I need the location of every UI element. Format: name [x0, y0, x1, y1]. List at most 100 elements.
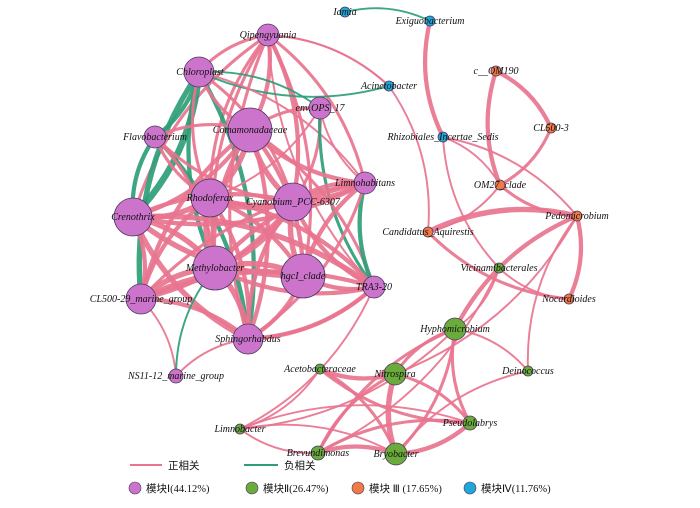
legend-module4-label: 模块Ⅳ(11.76%): [481, 483, 551, 495]
node-nocardioides: [563, 293, 575, 305]
edge-crenothrix-tra320: [130, 213, 377, 290]
edge-c_om190-om27clade: [485, 68, 503, 188]
edge-chloroplast-acinetobacter: [198, 71, 390, 98]
node-label-candidatus: Candidatus_Aquirestis: [382, 227, 473, 238]
node-cl500_3: [545, 122, 557, 134]
node-candidatus: [422, 226, 434, 238]
edge-chloroplast-cl500_29: [136, 69, 202, 302]
edge-pedomicrobium-hyphomicrobium: [452, 213, 580, 332]
node-label-om27clade: OM27_clade: [474, 180, 527, 191]
node-label-deinococcus: Deinococcus: [501, 366, 554, 377]
node-label-acinetobacter: Acinetobacter: [360, 81, 417, 92]
node-pgc1clade: [280, 253, 326, 299]
edge-vicinamibacterales-nocardioides: [498, 267, 570, 300]
legend-module3-swatch: [351, 481, 365, 495]
node-pseudolabrys: [462, 415, 478, 431]
node-limnobacter: [234, 423, 246, 435]
edge-deinococcus-bryobacter: [395, 370, 529, 455]
legend-module2-swatch: [245, 481, 259, 495]
edge-hyphomicrobium-bryobacter: [394, 327, 457, 456]
node-deinococcus: [522, 365, 534, 377]
node-pedomicrobium: [571, 210, 583, 222]
edge-acinetobacter-qipengyuania: [267, 34, 390, 87]
edge-rhizobiales-pedomicrobium: [442, 136, 578, 217]
node-label-brevundimonas: Brevundimonas: [287, 448, 350, 459]
edge-limnobacter-pseudolabrys: [239, 404, 471, 430]
node-label-pseudolabrys: Pseudolabrys: [442, 418, 498, 429]
node-rhizobiales: [437, 131, 449, 143]
node-label-nitrospira: Nitrospira: [373, 369, 415, 380]
node-hyphomicrobium: [443, 317, 467, 341]
edge-sphingorhabdus-tra320: [246, 285, 376, 341]
node-qipengyuania: [256, 23, 280, 47]
edge-nitrospira-brevundimonas: [316, 372, 397, 455]
node-cyanobium: [273, 182, 313, 222]
edge-limnohabitans-cl500_29: [139, 181, 367, 301]
node-layer: [113, 6, 583, 466]
node-label-cyanobium: Cyanobium_PCC-6307: [246, 197, 341, 208]
node-om27clade: [494, 179, 506, 191]
node-sphingorhabdus: [232, 323, 264, 355]
node-bryobacter: [384, 442, 408, 466]
node-nitrospira: [383, 362, 407, 386]
edge-qipengyuania-tra320: [267, 34, 375, 288]
node-label-tra320: TRA3-20: [356, 282, 392, 293]
edge-pedomicrobium-nocardioides: [566, 213, 584, 302]
legend-positive-label: 正相关: [168, 459, 200, 472]
edge-chloroplast-sphingorhabdus: [196, 69, 256, 342]
node-chloroplast: [183, 56, 215, 88]
legend-module4-swatch: [463, 481, 477, 495]
node-label-pedomicrobium: Pedomicrobium: [544, 211, 609, 222]
node-label-vicinamibacterales: Vicinamibacterales: [460, 263, 537, 274]
legend-module2-label: 模块Ⅱ(26.47%): [263, 483, 329, 495]
node-label-cl500_3: CL500-3: [533, 123, 569, 134]
node-comamonadaceae: [227, 107, 273, 153]
edge-pedomicrobium-nitrospira: [394, 215, 578, 375]
node-label-pgc1clade: hgcI_clade: [281, 271, 326, 282]
node-ns11_12: [168, 368, 184, 384]
node-label-comamonadaceae: Comamonadaceae: [213, 125, 288, 136]
edge-tra320-cl500_29: [138, 269, 377, 302]
legend-module3-label: 模块 Ⅲ (17.65%): [369, 483, 442, 495]
edge-hyphomicrobium-deinococcus: [454, 328, 529, 372]
node-label-crenothrix: Crenothrix: [111, 212, 155, 223]
node-methylobacter: [192, 245, 238, 291]
legend-module1-swatch: [128, 481, 142, 495]
node-iamia: [339, 6, 351, 18]
node-label-nocardioides: Nocardioides: [541, 294, 596, 305]
edge-limnobacter-bryobacter: [239, 423, 397, 455]
node-label-chloroplast: Chloroplast: [176, 67, 224, 78]
node-label-qipengyuania: Qipengyuania: [240, 30, 297, 41]
node-acinetobacter: [383, 80, 395, 92]
edge-rhizobiales-vicinamibacterales: [442, 136, 500, 269]
node-label-rhizobiales: Rhizobiales_Incertae_Sedis: [386, 132, 498, 143]
node-label-acetobacteraceae: Acetobacteraceae: [283, 364, 356, 375]
edge-c_om190-cl500_3: [493, 68, 554, 131]
node-label-flavobacterium: Flavobacterium: [122, 132, 187, 143]
legend-module1-label: 模块Ⅰ(44.12%): [146, 483, 210, 495]
edge-acetobacteraceae-limnobacter: [239, 368, 321, 430]
edge-crenothrix-sphingorhabdus: [130, 214, 251, 342]
edge-crenothrix-limnohabitans: [130, 180, 368, 227]
node-crenothrix: [113, 197, 153, 237]
edge-chloroplast-limnohabitans: [198, 71, 366, 184]
edge-tra320-limnobacter: [239, 286, 375, 430]
node-cl500_29: [125, 283, 157, 315]
edge-candidatus-pedomicrobium: [425, 206, 580, 235]
edge-limnobacter-brevundimonas: [239, 428, 319, 455]
legend-negative-label: 负相关: [284, 459, 316, 472]
edge-rhodoferax-tra320: [207, 195, 377, 290]
node-brevundimonas: [310, 445, 326, 461]
node-label-bryobacter: Bryobacter: [374, 449, 419, 460]
node-c_om190: [490, 65, 502, 77]
node-label-envops17: env.OPS_17: [296, 103, 346, 114]
edge-exiguobacterium-rhizobiales: [422, 18, 446, 140]
node-rhodoferax: [190, 178, 230, 218]
edge-iamia-exiguobacterium: [344, 7, 431, 22]
edge-qipengyuania-crenothrix: [131, 33, 270, 219]
node-exiguobacterium: [424, 15, 436, 27]
edge-pedomicrobium-deinococcus: [526, 215, 578, 372]
node-label-exiguobacterium: Exiguobacterium: [395, 16, 465, 27]
